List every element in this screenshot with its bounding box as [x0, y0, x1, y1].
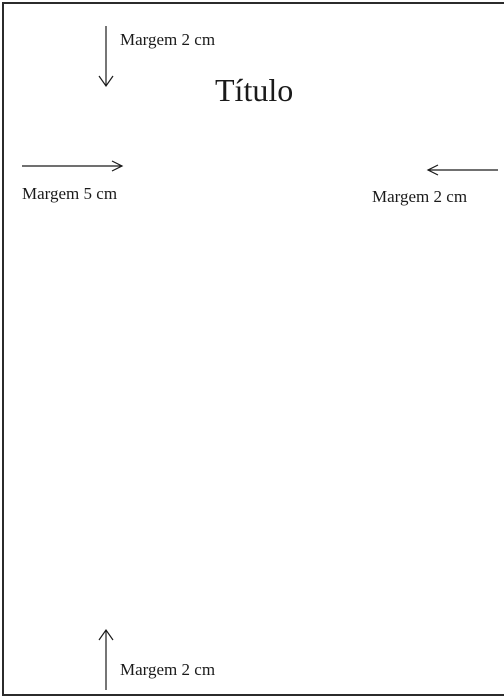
bottom-margin-arrow-icon	[98, 628, 114, 690]
top-margin-arrow-icon	[98, 26, 114, 88]
bottom-margin-label: Margem 2 cm	[120, 660, 216, 679]
top-margin-label: Margem 2 cm	[120, 30, 216, 49]
right-margin-arrow-icon	[426, 164, 498, 176]
right-margin-label: Margem 2 cm	[372, 187, 468, 206]
left-margin-arrow-icon	[22, 160, 124, 172]
left-margin-label: Margem 5 cm	[22, 184, 118, 203]
page-title: Título	[215, 72, 294, 108]
